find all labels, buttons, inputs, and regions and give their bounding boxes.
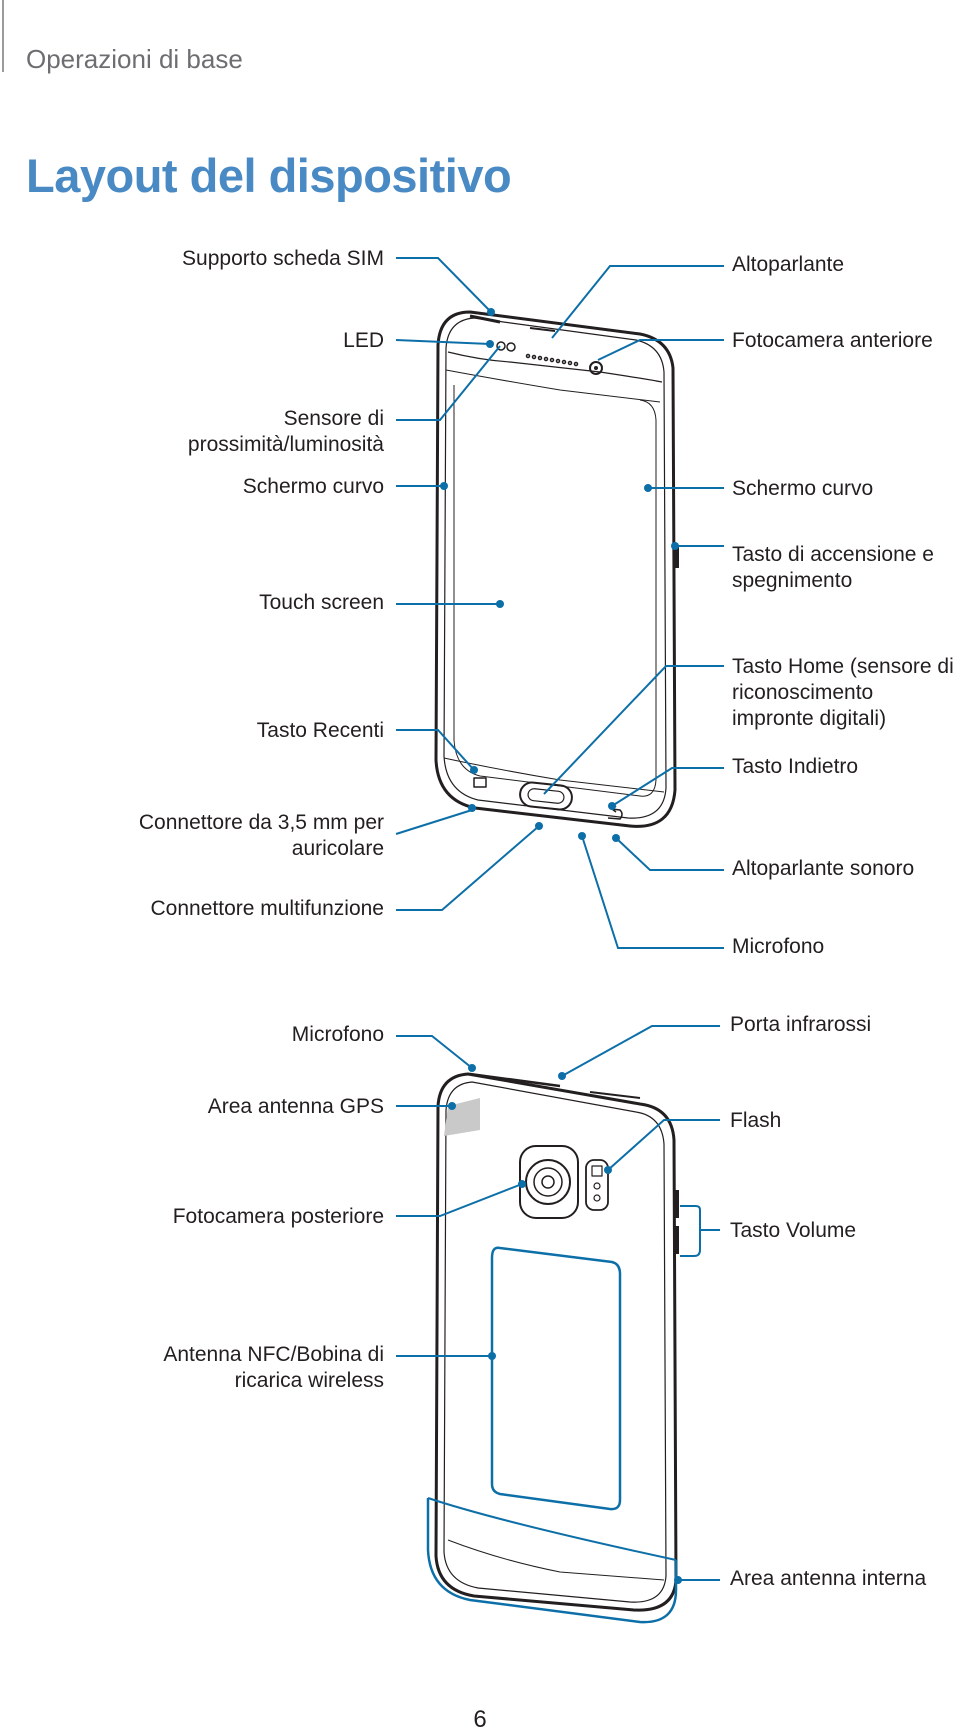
back-callout-lines [396,1025,720,1581]
page-title: Layout del dispositivo [26,149,512,202]
label-microphone-top: Microfono [291,1023,384,1046]
label-sim-tray: Supporto scheda SIM [182,247,384,270]
label-edge-screen-right: Schermo curvo [732,477,874,500]
main-antenna-outline [426,1498,678,1624]
label-nfc-antenna: Antenna NFC/Bobina di ricarica wireless [163,1343,384,1392]
page-number: 6 [473,1706,487,1733]
label-earpiece: Altoparlante [732,253,845,276]
label-led: LED [343,329,384,352]
nfc-antenna-outline [490,1246,622,1511]
label-back-key: Tasto Indietro [732,755,859,778]
label-multipurpose-jack: Connettore multifunzione [150,897,384,920]
front-phone-illustration [434,310,679,828]
label-volume-key: Tasto Volume [730,1219,857,1242]
label-front-camera: Fotocamera anteriore [732,329,933,352]
volume-up-key-icon [674,1190,679,1218]
label-touch-screen: Touch screen [259,591,384,614]
label-rear-camera: Fotocamera posteriore [172,1205,384,1228]
label-edge-screen-left: Schermo curvo [242,475,384,498]
proximity-sensor-icon [496,341,506,351]
front-callout-lines [395,257,724,949]
section-header: Operazioni di base [26,44,243,74]
back-phone-illustration [434,1072,679,1612]
label-ir-port: Porta infrarossi [730,1013,872,1036]
power-key-icon [674,546,679,568]
label-home-key: Tasto Home (sensore di riconoscimento im… [732,655,954,730]
label-recents-key: Tasto Recenti [256,719,384,742]
volume-down-key-icon [674,1226,679,1254]
label-earphone-jack: Connettore da 3,5 mm per auricolare [138,811,384,860]
label-speaker: Altoparlante sonoro [732,857,915,880]
label-proximity-sensor: Sensore di prossimità/luminosità [187,407,384,456]
recents-key-icon [473,777,487,788]
label-main-antenna: Area antenna interna [730,1567,927,1590]
label-power-key: Tasto di accensione e spegnimento [732,543,934,592]
flash-icon [585,1159,609,1211]
back-callout-dots [448,1064,682,1584]
label-microphone-bottom: Microfono [732,935,825,958]
earpiece-grille [525,353,579,367]
label-gps-antenna: Area antenna GPS [207,1095,384,1118]
label-flash: Flash [730,1109,782,1132]
home-key-icon [519,781,573,811]
front-camera-icon [589,361,603,375]
page-edge-rule [2,0,4,72]
front-callout-dots [440,308,679,842]
